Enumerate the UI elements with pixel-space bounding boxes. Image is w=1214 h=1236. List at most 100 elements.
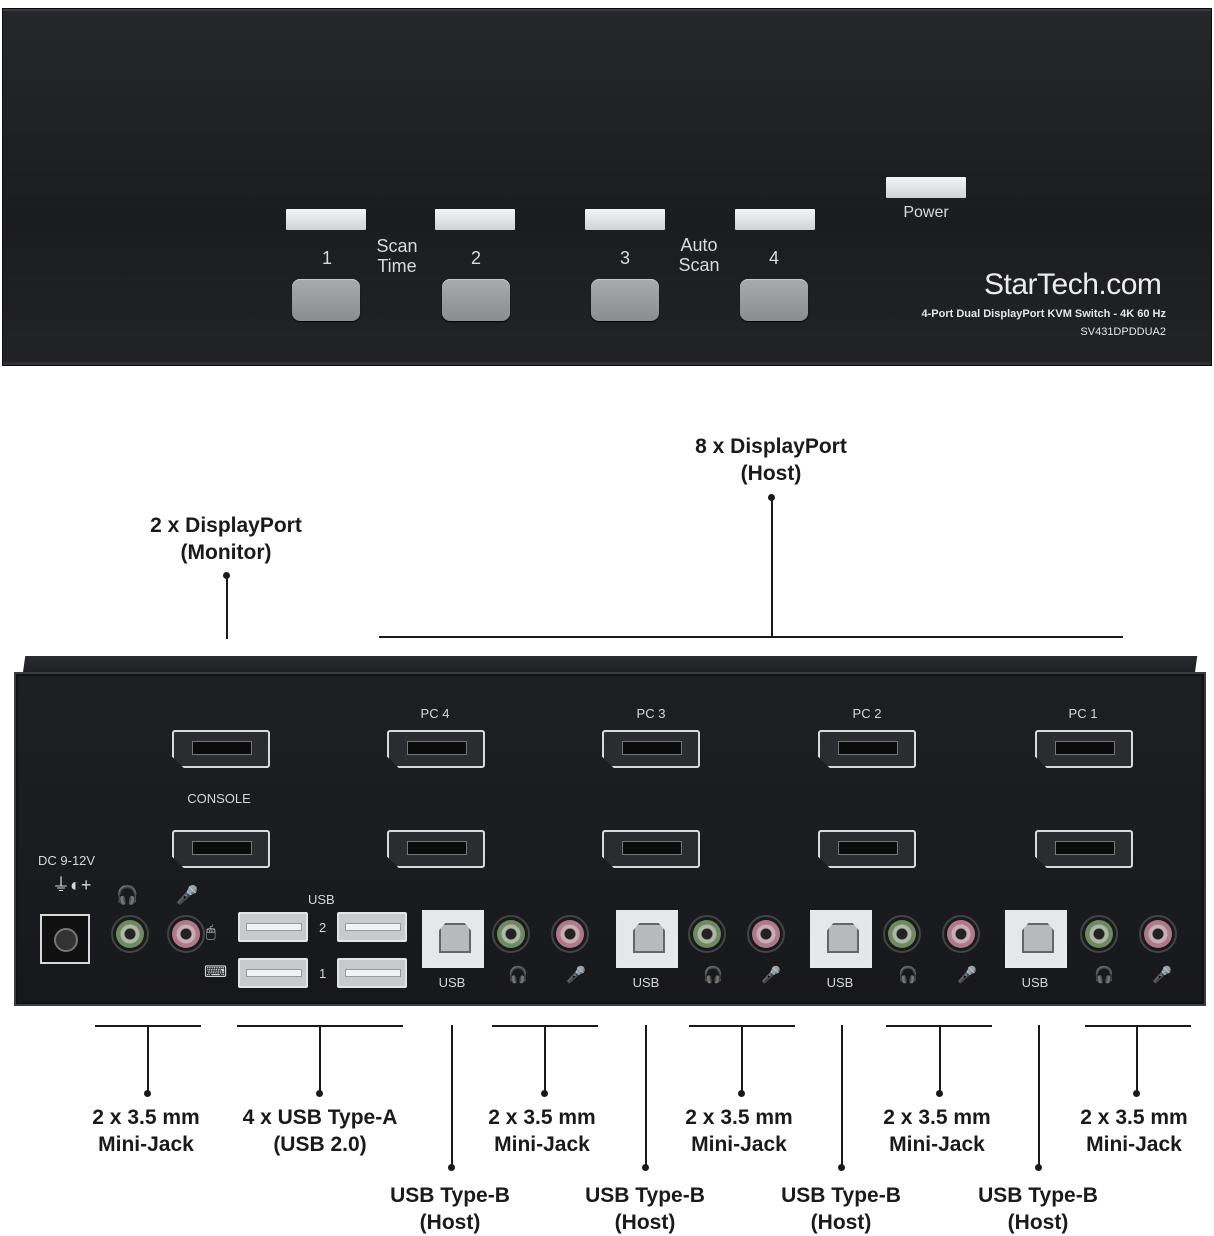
annotation-pc3-minijack: 2 x 3.5 mm Mini-Jack xyxy=(639,1104,839,1158)
annotation-line1: 2 x 3.5 mm xyxy=(883,1106,991,1129)
headphone-icon: 🎧 xyxy=(703,967,723,984)
usb-a-port-keyboard-2[interactable] xyxy=(337,958,407,988)
pc4-mic-jack[interactable] xyxy=(551,915,589,953)
port-1-number: 1 xyxy=(321,248,332,268)
annotation-bracket xyxy=(1085,1025,1191,1027)
annotation-line2: (Host) xyxy=(810,1211,872,1234)
pc1-dp-port-2[interactable] xyxy=(1035,830,1133,868)
pc4-usb-b-port[interactable] xyxy=(422,910,484,968)
pc2-label: PC 2 xyxy=(852,706,882,721)
annotation-line1: 4 x USB Type-A xyxy=(242,1106,398,1129)
usb-port-number-1: 1 xyxy=(319,966,327,981)
port-3-button[interactable] xyxy=(591,279,659,321)
annotation-bracket xyxy=(379,636,1123,638)
annotation-pc2-minijack: 2 x 3.5 mm Mini-Jack xyxy=(837,1104,1037,1158)
console-headphone-jack[interactable] xyxy=(111,915,149,953)
pc1-label: PC 1 xyxy=(1068,706,1098,721)
annotation-line1: 8 x DisplayPort xyxy=(695,435,847,458)
annotation-dot xyxy=(448,1164,455,1171)
pc3-dp-port-2[interactable] xyxy=(602,830,700,868)
usb-a-port-mouse-2[interactable] xyxy=(337,912,407,942)
port-3-led xyxy=(585,209,665,230)
annotation-pc4-usb-b: USB Type-B (Host) xyxy=(360,1182,540,1236)
pc1-headphone-jack[interactable] xyxy=(1080,915,1118,953)
annotation-line1: 2 x 3.5 mm xyxy=(488,1106,596,1129)
usb-label: USB xyxy=(308,892,335,907)
annotation-line xyxy=(771,497,773,637)
pc2-dp-port-1[interactable] xyxy=(818,730,916,768)
console-dp-port-1[interactable] xyxy=(172,730,270,768)
annotation-line1: 2 x DisplayPort xyxy=(150,514,302,537)
auto-scan-label: Auto Scan xyxy=(678,235,720,275)
annotation-line1: USB Type-B xyxy=(585,1184,705,1207)
microphone-icon: 🎤 xyxy=(566,967,586,984)
port-1-led xyxy=(286,209,366,230)
pc2-mic-jack[interactable] xyxy=(942,915,980,953)
console-dp-port-2[interactable] xyxy=(172,830,270,868)
pc3-usb-b-port[interactable] xyxy=(616,910,678,968)
brand-logo: StarTech.com xyxy=(984,268,1162,301)
pc3-mic-jack[interactable] xyxy=(747,915,785,953)
annotation-line xyxy=(1038,1025,1040,1167)
annotation-line1: USB Type-B xyxy=(978,1184,1098,1207)
pc3-headphone-jack[interactable] xyxy=(688,915,726,953)
annotation-dot xyxy=(838,1164,845,1171)
annotation-usb-a: 4 x USB Type-A (USB 2.0) xyxy=(210,1104,430,1158)
annotation-line1: 2 x 3.5 mm xyxy=(92,1106,200,1129)
annotation-line2: (USB 2.0) xyxy=(273,1133,367,1156)
annotation-line xyxy=(1136,1025,1138,1093)
annotation-line2: (Host) xyxy=(740,462,802,485)
pc3-usb-label: USB xyxy=(632,975,660,990)
annotation-pc2-usb-b: USB Type-B (Host) xyxy=(751,1182,931,1236)
dc-polarity-icon: ⏚◐+ xyxy=(52,875,92,895)
pc3-dp-port-1[interactable] xyxy=(602,730,700,768)
annotation-pc4-minijack: 2 x 3.5 mm Mini-Jack xyxy=(442,1104,642,1158)
pc4-headphone-jack[interactable] xyxy=(492,915,530,953)
port-2-button[interactable] xyxy=(442,279,510,321)
annotation-dot xyxy=(1133,1090,1140,1097)
annotation-line xyxy=(841,1025,843,1167)
pc1-usb-label: USB xyxy=(1021,975,1049,990)
annotation-dot xyxy=(738,1090,745,1097)
annotation-line1: USB Type-B xyxy=(781,1184,901,1207)
port-4-led xyxy=(735,209,815,230)
annotation-dot xyxy=(1035,1164,1042,1171)
annotation-console-minijack: 2 x 3.5 mm Mini-Jack xyxy=(46,1104,246,1158)
usb-a-port-keyboard-1[interactable] xyxy=(238,958,308,988)
pc1-usb-b-port[interactable] xyxy=(1005,910,1067,968)
scan-time-label: Scan Time xyxy=(376,236,418,276)
pc4-usb-label: USB xyxy=(438,975,466,990)
annotation-line1: 2 x 3.5 mm xyxy=(1080,1106,1188,1129)
pc2-usb-label: USB xyxy=(826,975,854,990)
headphone-icon: 🎧 xyxy=(508,967,528,984)
pc4-dp-port-1[interactable] xyxy=(387,730,485,768)
annotation-line2: (Host) xyxy=(1007,1211,1069,1234)
annotation-line2: (Monitor) xyxy=(180,541,272,564)
annotation-line1: 2 x 3.5 mm xyxy=(685,1106,793,1129)
annotation-line2: Mini-Jack xyxy=(691,1133,787,1156)
annotation-line2: (Host) xyxy=(614,1211,676,1234)
console-mic-jack[interactable] xyxy=(167,915,205,953)
annotation-pc3-usb-b: USB Type-B (Host) xyxy=(555,1182,735,1236)
port-4-button[interactable] xyxy=(740,279,808,321)
microphone-icon: 🎤 xyxy=(176,885,199,905)
pc1-mic-jack[interactable] xyxy=(1139,915,1177,953)
pc1-dp-port-1[interactable] xyxy=(1035,730,1133,768)
annotation-line1: USB Type-B xyxy=(390,1184,510,1207)
headphone-icon: 🎧 xyxy=(898,967,918,984)
dc-power-jack[interactable] xyxy=(40,914,90,964)
port-1-button[interactable] xyxy=(292,279,360,321)
annotation-line2: Mini-Jack xyxy=(889,1133,985,1156)
port-2-number: 2 xyxy=(470,248,481,268)
microphone-icon: 🎤 xyxy=(761,967,781,984)
port-2-led xyxy=(435,209,515,230)
pc2-headphone-jack[interactable] xyxy=(883,915,921,953)
usb-a-port-mouse-1[interactable] xyxy=(238,912,308,942)
keyboard-icon: ⌨ xyxy=(204,964,228,981)
pc4-dp-port-2[interactable] xyxy=(387,830,485,868)
port-4-number: 4 xyxy=(768,248,779,268)
pc2-usb-b-port[interactable] xyxy=(810,910,872,968)
pc2-dp-port-2[interactable] xyxy=(818,830,916,868)
annotation-dot xyxy=(316,1090,323,1097)
microphone-icon: 🎤 xyxy=(957,967,977,984)
